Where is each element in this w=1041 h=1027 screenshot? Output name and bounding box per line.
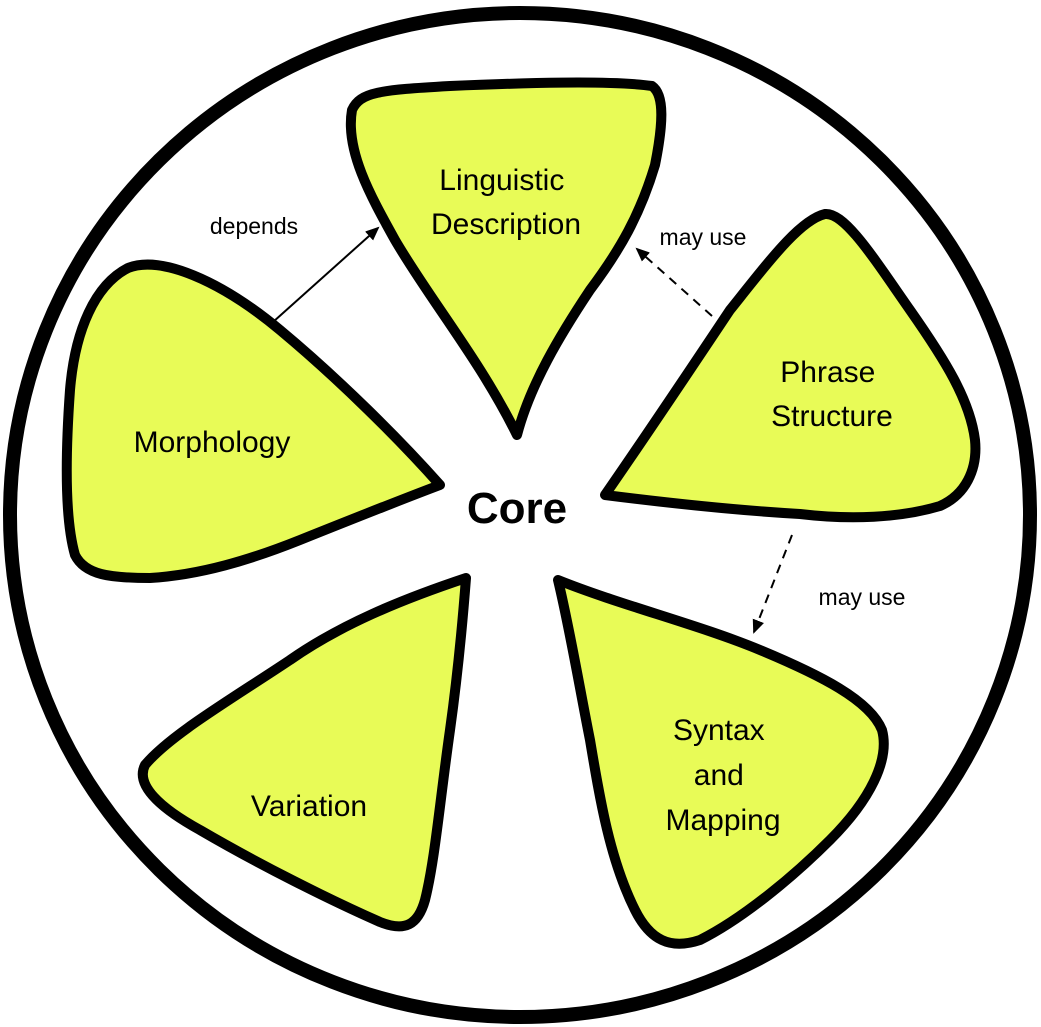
segment-label-line: Variation xyxy=(251,790,367,823)
edge-may-use-1-label: may use xyxy=(660,224,747,250)
svg-text:Linguistic Description: Linguistic Description xyxy=(431,164,581,241)
segment-label-line: Mapping xyxy=(665,804,780,837)
segment-variation: Variation xyxy=(137,573,471,932)
segment-linguistic-description: Linguistic Description xyxy=(345,77,667,440)
center-label: Core xyxy=(467,484,567,533)
svg-text:Syntax and Mapping: Syntax and Mapping xyxy=(665,714,780,837)
edge-may-use-2-label: may use xyxy=(819,584,906,610)
segment-label-line: and xyxy=(694,759,744,792)
edge-depends-label: depends xyxy=(210,213,298,239)
svg-text:Variation: Variation xyxy=(251,790,367,823)
segment-label-line: Linguistic xyxy=(439,164,564,197)
edge-depends-arrow xyxy=(272,226,380,323)
edge-may-use-2-arrow xyxy=(752,534,793,634)
segment-label-line: Structure xyxy=(771,400,893,433)
segment-syntax-and-mapping: Syntax and Mapping xyxy=(553,575,889,949)
svg-text:Morphology: Morphology xyxy=(134,426,291,459)
edge-may-use-1-arrow xyxy=(635,247,713,317)
svg-text:Phrase Structure: Phrase Structure xyxy=(771,356,893,433)
segment-label-line: Description xyxy=(431,208,581,241)
segment-label-line: Morphology xyxy=(134,426,291,459)
segment-phrase-structure: Phrase Structure xyxy=(600,209,981,523)
segment-label-line: Syntax xyxy=(673,714,765,747)
segment-label-line: Phrase xyxy=(780,356,875,389)
segment-morphology: Morphology xyxy=(61,259,445,583)
